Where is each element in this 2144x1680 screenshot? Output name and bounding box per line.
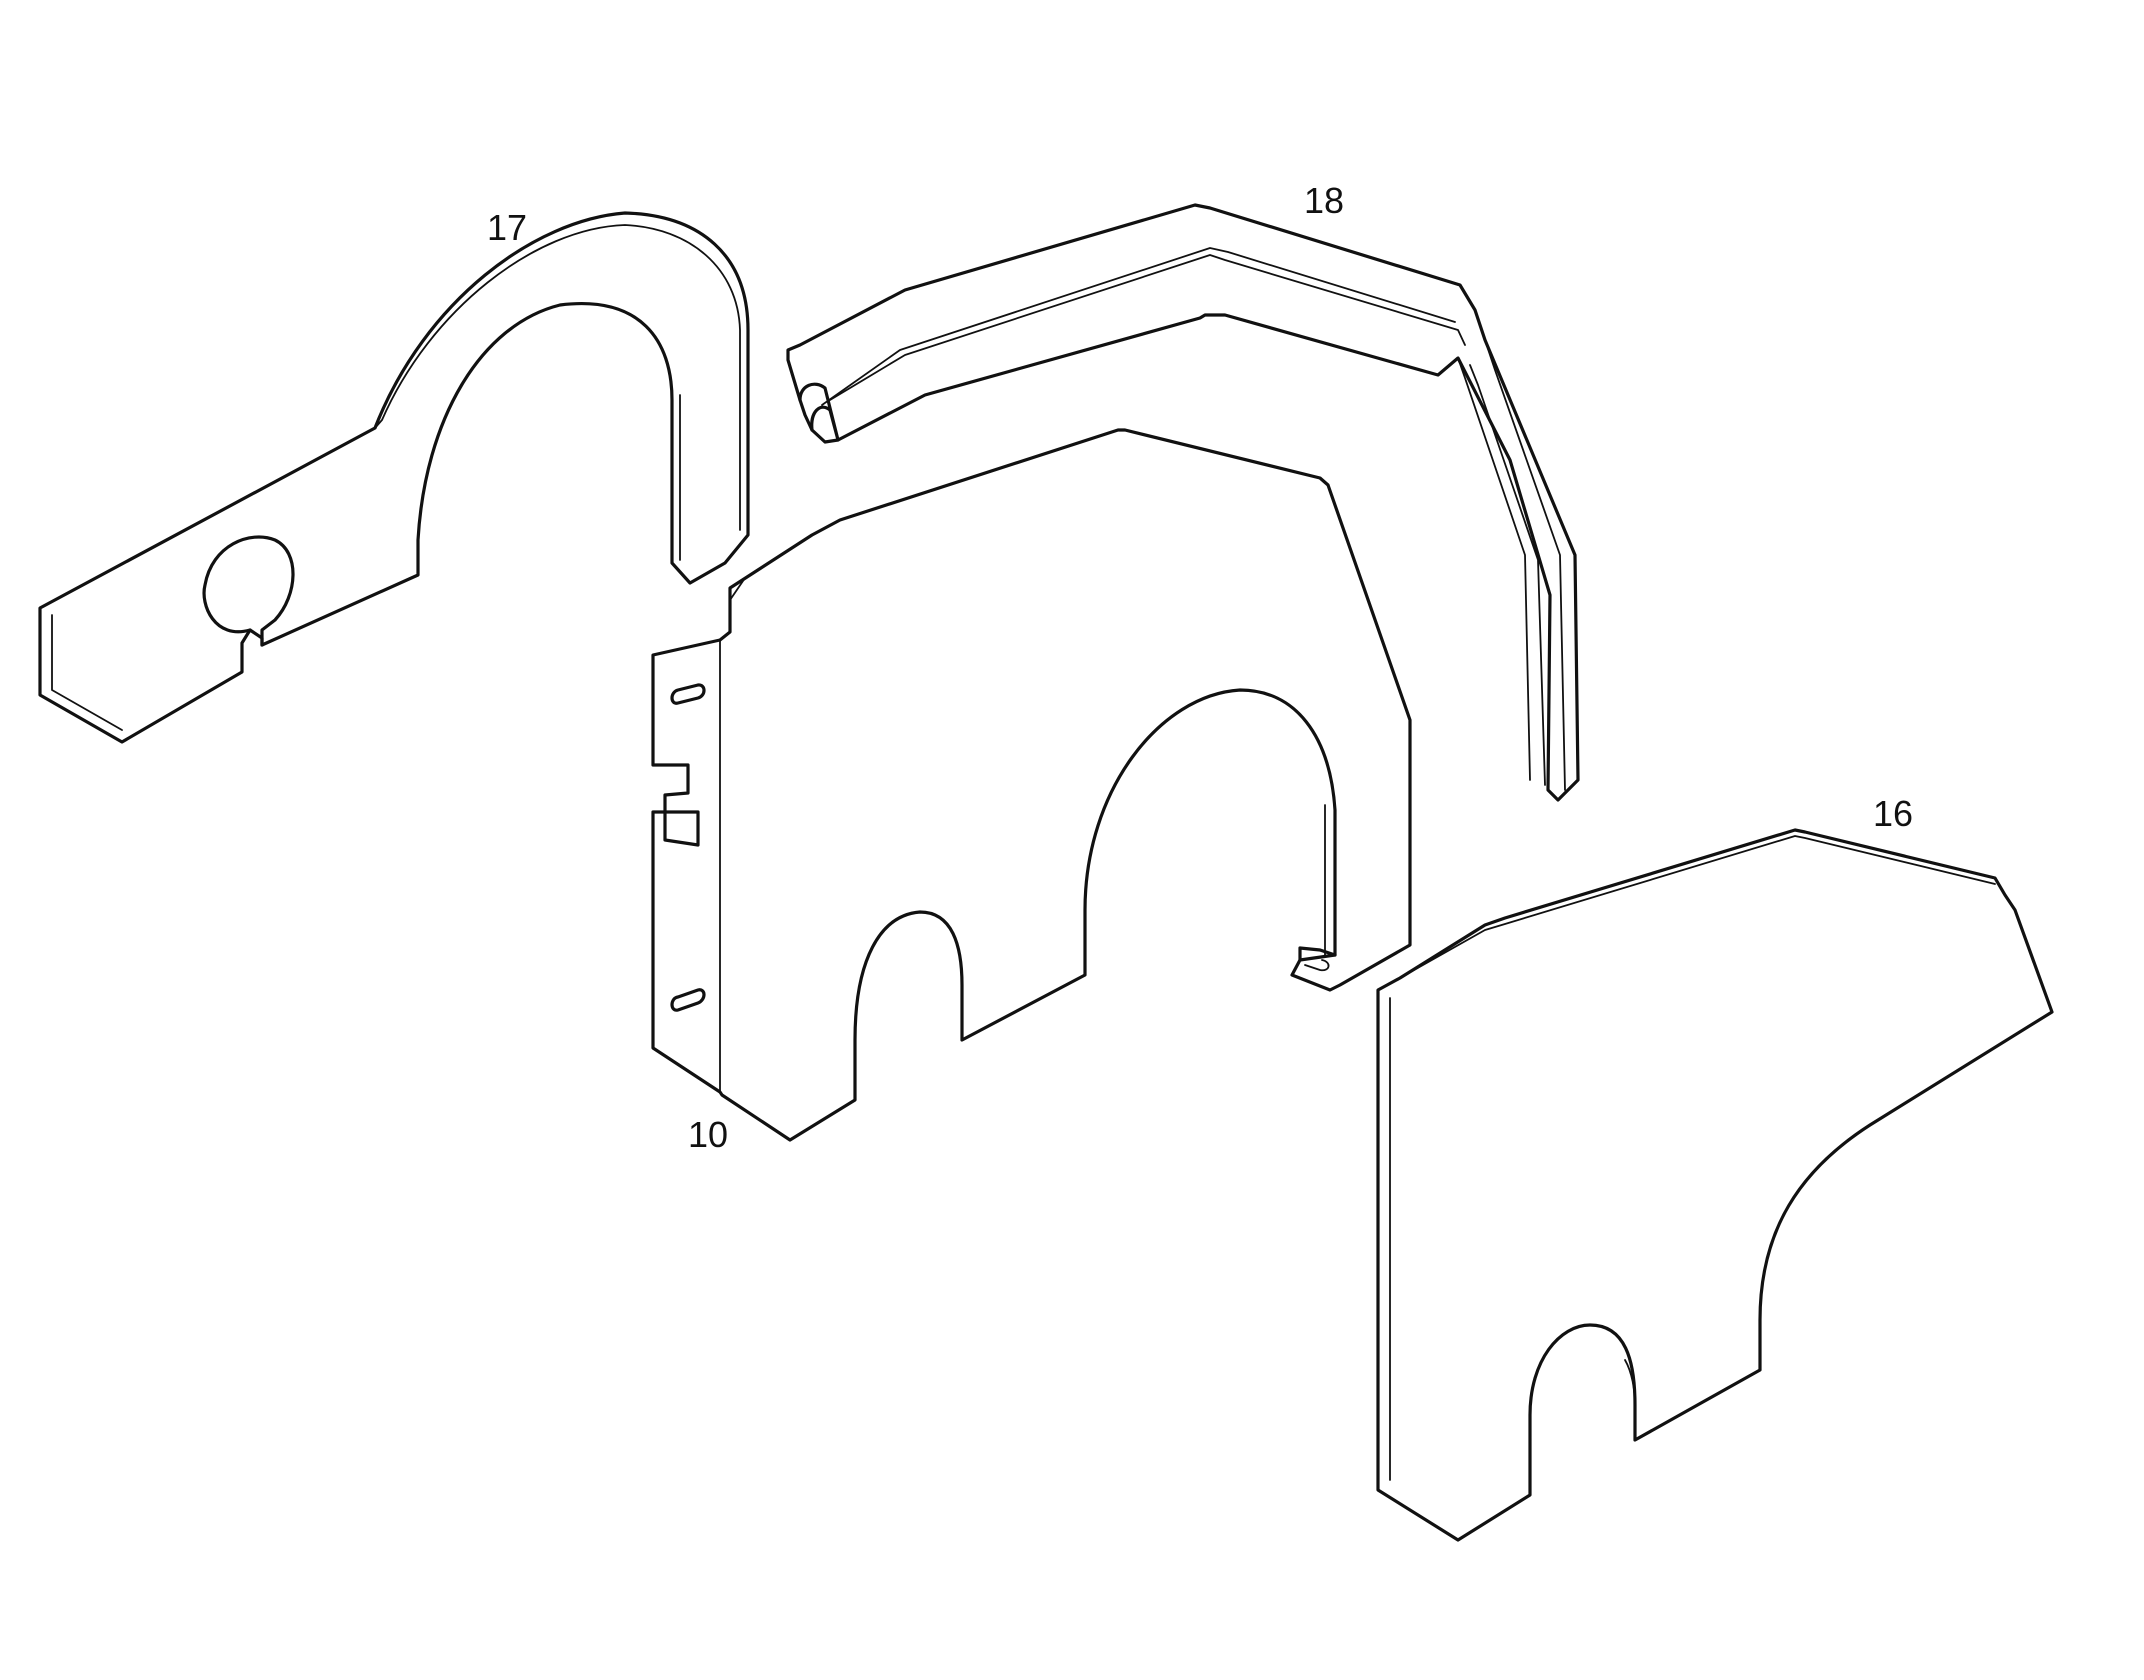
part-18-channel-strip	[786, 203, 1580, 802]
callout-18: 18	[1304, 180, 1344, 221]
callout-16: 16	[1873, 793, 1913, 834]
callout-10: 10	[688, 1114, 728, 1155]
callout-17: 17	[487, 207, 527, 248]
part-10-cover-panel	[651, 428, 1412, 1142]
part-17-arched-bracket	[38, 211, 750, 744]
part-16-side-panel	[1376, 828, 2054, 1542]
